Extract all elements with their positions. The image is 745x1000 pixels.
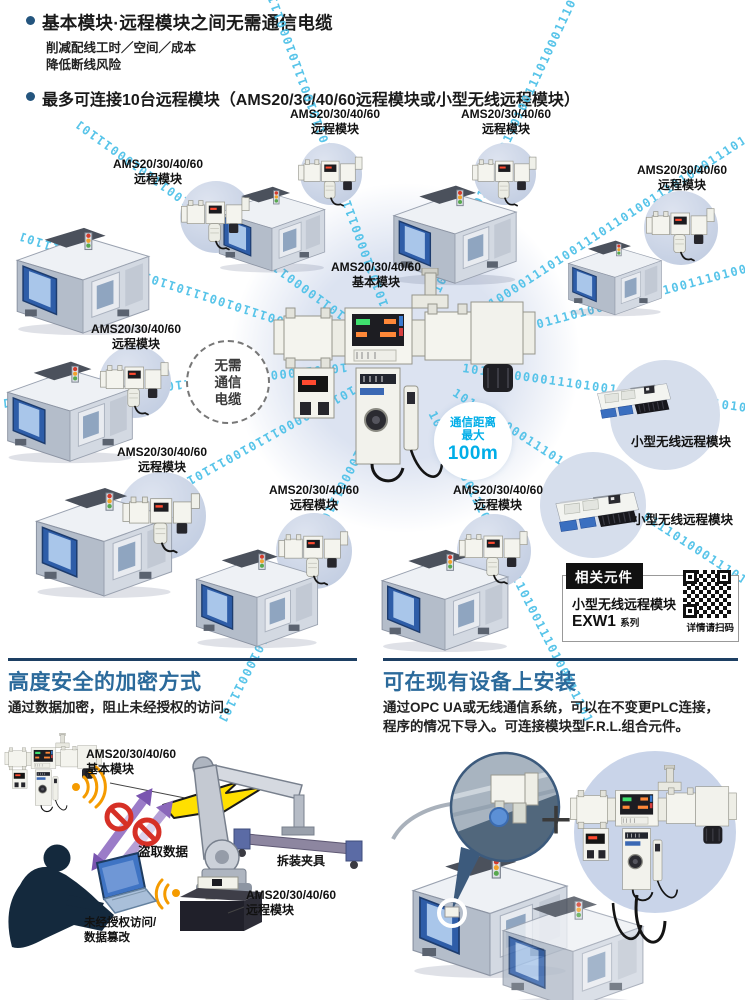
related-components-header: 相关元件 xyxy=(566,563,643,589)
remote-module-label: AMS20/30/40/60 远程模块 xyxy=(636,163,728,192)
install-section-description: 通过OPC UA或无线通信系统，可以在不变更PLC连接， 程序的情况下导入。可连… xyxy=(383,700,720,734)
remote-module-label: AMS20/30/40/60 远程模块 xyxy=(460,107,552,136)
feature-point-1-sub1: 削减配线工时／空间／成本 xyxy=(46,41,197,55)
security-base-module-label: AMS20/30/40/60 基本模块 xyxy=(86,747,177,776)
remote-module-label: AMS20/30/40/60 远程模块 xyxy=(112,157,204,186)
remote-module-label: AMS20/30/40/60 远程模块 xyxy=(90,322,182,351)
remote-module-label: AMS20/30/40/60 远程模块 xyxy=(452,483,544,512)
install-section-title: 可在现有设备上安装 xyxy=(383,671,577,694)
feature-point-1-text: 基本模块·远程模块之间无需通信电缆 xyxy=(42,13,333,33)
feature-point-2-text: 最多可连接10台远程模块（AMS20/30/40/60远程模块或小型无线远程模块… xyxy=(42,92,580,109)
compact-wireless-label: 小型无线远程模块 xyxy=(630,435,732,449)
remote-module-label: AMS20/30/40/60 远程模块 xyxy=(116,445,208,474)
bullet-icon xyxy=(26,92,35,101)
security-section-title: 高度安全的加密方式 xyxy=(8,671,202,694)
base-module-label: AMS20/30/40/60 基本模块 xyxy=(330,260,422,289)
remote-module-label: AMS20/30/40/60 远程模块 xyxy=(268,483,360,512)
plus-sign: ＋ xyxy=(538,800,575,841)
qr-caption: 详情请扫码 xyxy=(686,623,734,634)
related-product-name: 小型无线远程模块 xyxy=(572,597,677,612)
unauthorized-access-label: 未经授权访问/ 数据篡改 xyxy=(84,917,157,944)
security-section-description: 通过数据加密，阻止未经授权的访问。 xyxy=(8,700,238,715)
qr-code xyxy=(683,570,731,618)
feature-point-1: 基本模块·远程模块之间无需通信电缆 xyxy=(26,10,333,35)
related-components-box: 相关元件 小型无线远程模块 EXW1 系列 详情请扫码 xyxy=(562,563,739,642)
no-cable-badge: 无需 通信 电缆 xyxy=(186,340,270,424)
feature-point-1-sub2: 降低断线风险 xyxy=(46,58,122,72)
fixture-label: 拆装夹具 xyxy=(277,854,326,868)
distance-badge: 通信距离 最大 100m xyxy=(434,402,512,480)
network-diagram-artwork xyxy=(6,143,720,653)
feature-point-2: 最多可连接10台远程模块（AMS20/30/40/60远程模块或小型无线远程模块… xyxy=(26,86,580,110)
section-rule xyxy=(8,658,357,661)
section-rule xyxy=(383,658,738,661)
compact-wireless-label: 小型无线远程模块 xyxy=(632,513,734,527)
bullet-icon xyxy=(26,16,35,25)
security-remote-module-label: AMS20/30/40/60 远程模块 xyxy=(246,888,337,917)
steal-data-label: 盗取数据 xyxy=(138,845,189,859)
security-figure xyxy=(4,733,363,948)
remote-module-label: AMS20/30/40/60 远程模块 xyxy=(289,107,381,136)
install-figure xyxy=(391,751,738,1000)
related-series: EXW1 系列 xyxy=(572,613,640,630)
